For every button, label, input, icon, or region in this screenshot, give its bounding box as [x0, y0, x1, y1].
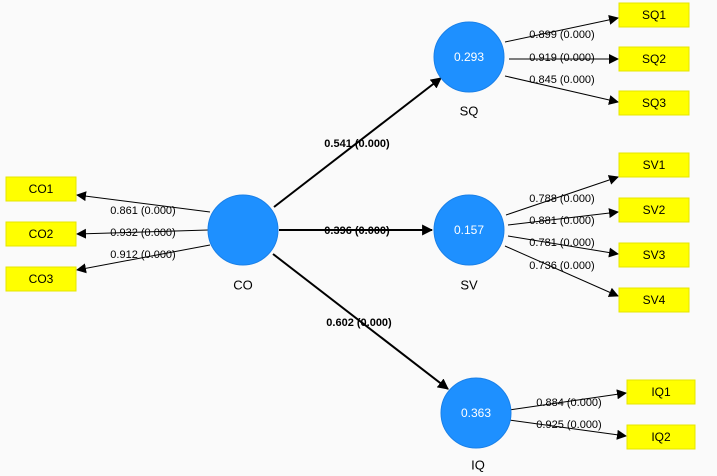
indicator-label: SQ1 — [642, 8, 666, 22]
indicator-iq2[interactable]: IQ2 — [626, 424, 696, 450]
loading-line-iq2 — [508, 419, 627, 440]
construct-iq-label: IQ — [471, 458, 485, 473]
loading-labels: 0.861 (0.000) 0.932 (0.000) 0.912 (0.000… — [110, 29, 601, 431]
loading-label-sv4: 0.736 (0.000) — [529, 260, 594, 272]
loading-line-sq1 — [504, 14, 619, 43]
construct-sv-circle[interactable] — [433, 194, 505, 266]
indicator-co1[interactable]: CO1 — [5, 176, 77, 202]
indicator-label: IQ2 — [651, 430, 671, 444]
path-label-co-iq: 0.602 (0.000) — [326, 317, 392, 329]
structural-paths — [272, 77, 449, 390]
loading-lines — [76, 14, 627, 440]
path-line-co-iq — [272, 253, 449, 390]
loading-label-sq3: 0.845 (0.000) — [529, 74, 594, 86]
loading-line-sq3 — [504, 75, 619, 105]
loading-label-sv2: 0.881 (0.000) — [529, 215, 594, 227]
construct-co[interactable]: CO — [207, 194, 279, 293]
loading-line-sv2 — [507, 208, 619, 226]
construct-iq[interactable]: 0.363 IQ — [440, 377, 512, 473]
loading-label-sq2: 0.919 (0.000) — [529, 52, 594, 64]
indicator-co3[interactable]: CO3 — [5, 266, 77, 292]
indicator-label: SV2 — [643, 203, 666, 217]
indicator-label: CO3 — [29, 272, 54, 286]
indicator-sq3[interactable]: SQ3 — [618, 90, 690, 116]
loading-label-iq2: 0.925 (0.000) — [536, 419, 601, 431]
indicator-sv1[interactable]: SV1 — [618, 152, 690, 178]
indicator-co2[interactable]: CO2 — [5, 221, 77, 247]
construct-sq-label: SQ — [460, 104, 479, 119]
loading-label-iq1: 0.884 (0.000) — [536, 397, 601, 409]
loading-line-sv4 — [504, 245, 619, 297]
path-labels: 0.541 (0.000) 0.396 (0.000) 0.602 (0.000… — [324, 138, 392, 329]
indicator-label: CO2 — [29, 227, 54, 241]
construct-sv[interactable]: 0.157 SV — [433, 194, 505, 293]
indicator-label: IQ1 — [651, 385, 671, 399]
loading-label-sv3: 0.781 (0.000) — [529, 237, 594, 249]
loading-line-sv1 — [505, 175, 619, 216]
construct-sv-r-squared: 0.157 — [454, 223, 484, 237]
indicator-iq1[interactable]: IQ1 — [626, 379, 696, 405]
indicator-sq1[interactable]: SQ1 — [618, 2, 690, 28]
loading-line-iq1 — [508, 389, 627, 411]
indicator-sv4[interactable]: SV4 — [618, 287, 690, 313]
indicator-sv3[interactable]: SV3 — [618, 242, 690, 268]
construct-sq-r-squared: 0.293 — [454, 50, 484, 64]
indicator-label: SV3 — [643, 248, 666, 262]
loading-line-co3 — [76, 244, 211, 274]
path-label-co-sq: 0.541 (0.000) — [324, 138, 390, 150]
loading-label-co2: 0.932 (0.000) — [110, 227, 175, 239]
construct-iq-r-squared: 0.363 — [461, 406, 491, 420]
path-label-co-sv: 0.396 (0.000) — [324, 225, 390, 237]
construct-sq[interactable]: 0.293 SQ — [433, 21, 505, 119]
loading-line-co1 — [76, 191, 211, 213]
construct-sq-circle[interactable] — [433, 21, 505, 93]
indicator-label: SQ3 — [642, 96, 666, 110]
indicator-label: SV4 — [643, 293, 666, 307]
construct-co-label: CO — [233, 278, 253, 293]
construct-iq-circle[interactable] — [440, 377, 512, 449]
loading-label-sv1: 0.788 (0.000) — [529, 193, 594, 205]
construct-sv-label: SV — [460, 278, 478, 293]
indicator-label: SV1 — [643, 158, 666, 172]
loading-label-co3: 0.912 (0.000) — [110, 249, 175, 261]
indicator-sv2[interactable]: SV2 — [618, 197, 690, 223]
path-line-co-sq — [273, 77, 442, 208]
indicator-label: SQ2 — [642, 52, 666, 66]
indicator-label: CO1 — [29, 182, 54, 196]
construct-co-circle[interactable] — [207, 194, 279, 266]
loading-label-co1: 0.861 (0.000) — [110, 205, 175, 217]
loading-label-sq1: 0.899 (0.000) — [529, 29, 594, 41]
loading-line-co2 — [76, 228, 209, 239]
loading-line-sv3 — [507, 235, 619, 258]
indicator-sq2[interactable]: SQ2 — [618, 46, 690, 72]
